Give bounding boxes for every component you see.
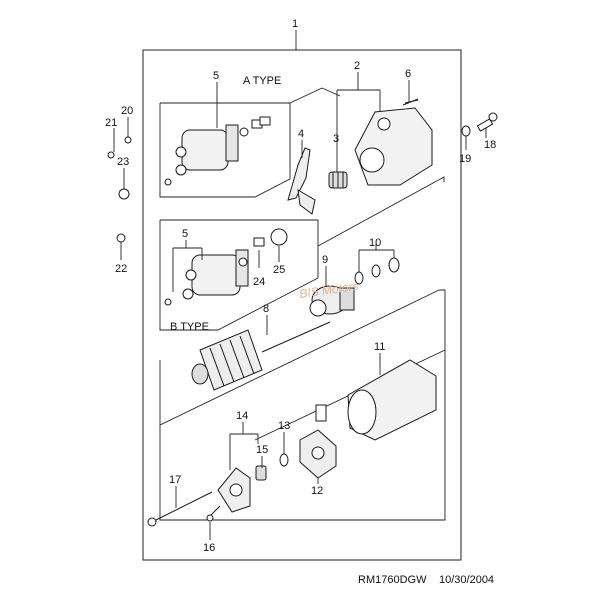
screw-16-icon	[206, 505, 221, 522]
pinion-gear-icon	[328, 171, 348, 189]
callout-24: 24	[253, 276, 265, 288]
footer-date: 10/30/2004	[439, 574, 494, 586]
screw-20-icon	[124, 136, 132, 144]
shift-lever-icon	[287, 147, 316, 215]
callout-17: 17	[169, 474, 181, 486]
solenoid-a-icon	[164, 116, 271, 186]
callout-8: 8	[263, 303, 269, 315]
a-type-label: A TYPE	[243, 75, 281, 87]
bearing-15-icon	[255, 465, 267, 481]
callout-11: 11	[374, 341, 385, 353]
end-frame-icon	[217, 467, 251, 513]
callout-6: 6	[405, 68, 411, 80]
brush-holder-icon	[299, 404, 337, 479]
callout-23: 23	[117, 156, 129, 168]
footer-code: RM1760DGW	[358, 574, 427, 586]
callout-9: 9	[322, 254, 328, 266]
callout-14: 14	[236, 410, 248, 422]
callout-4: 4	[298, 128, 304, 140]
callout-10: 10	[369, 237, 381, 249]
washer-10b-icon	[371, 264, 381, 278]
callout-1: 1	[292, 18, 298, 30]
through-bolt-icon	[147, 491, 213, 527]
callout-13: 13	[278, 420, 290, 432]
washer-10c-icon	[388, 257, 400, 273]
callout-16: 16	[203, 542, 215, 554]
yoke-housing-icon	[347, 359, 437, 441]
armature-icon	[191, 321, 331, 391]
callout-2: 2	[354, 60, 360, 72]
callout-18: 18	[484, 139, 496, 151]
callout-19: 19	[459, 153, 471, 165]
drive-housing-icon	[354, 99, 433, 186]
b-type-box	[159, 219, 319, 331]
overrunning-clutch-icon	[309, 285, 355, 317]
bolt-6-icon	[402, 98, 419, 106]
washer-19-icon	[461, 125, 471, 137]
callout-3: 3	[333, 133, 339, 145]
solenoid-b-icon	[164, 228, 288, 306]
b-type-label: B TYPE	[170, 321, 209, 333]
callout-5-b: 5	[182, 228, 188, 240]
callout-20: 20	[121, 105, 133, 117]
callout-5-a: 5	[213, 70, 219, 82]
washer-13-icon	[279, 453, 289, 467]
callout-15: 15	[256, 444, 268, 456]
a-type-box	[159, 102, 291, 198]
callout-25: 25	[273, 264, 285, 276]
callout-22: 22	[115, 263, 127, 275]
leader-lines	[113, 72, 487, 540]
bolt-18-icon	[476, 112, 498, 132]
nut-23-icon	[118, 188, 130, 200]
diagram-frame	[142, 49, 462, 561]
callout-12: 12	[311, 485, 323, 497]
callout-21: 21	[105, 117, 117, 129]
screw-21-icon	[107, 151, 115, 159]
nut-22-icon	[116, 233, 126, 243]
